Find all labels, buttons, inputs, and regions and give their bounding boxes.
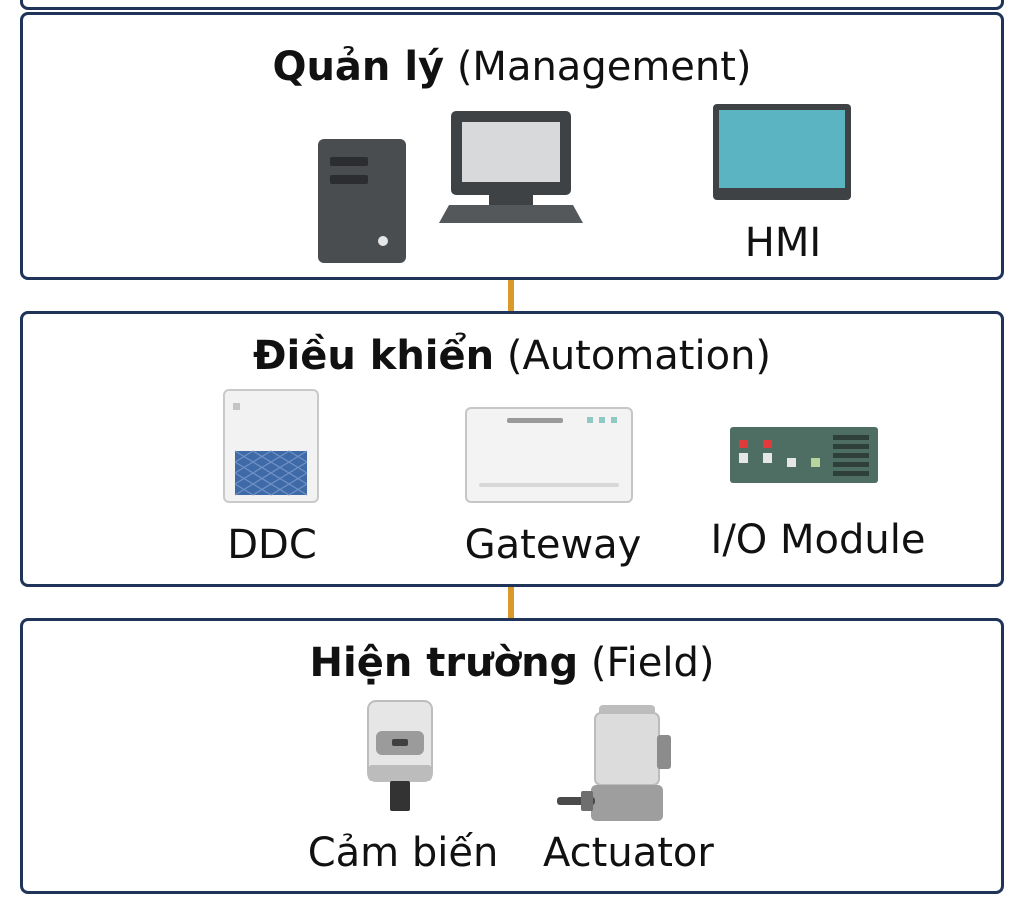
actuator-label: Actuator	[543, 830, 714, 876]
tier-field: Hiện trường (Field) Cảm biến Actuator	[20, 618, 1004, 894]
gateway-icon	[465, 407, 633, 503]
ddc-label: DDC	[227, 522, 317, 568]
tier-automation-title-bold: Điều khiển	[252, 333, 495, 379]
desktop-monitor-icon	[439, 111, 583, 223]
tier-management-title: Quản lý (Management)	[23, 43, 1001, 91]
hmi-panel-icon	[713, 104, 851, 200]
hmi-label: HMI	[744, 220, 822, 266]
tier-field-title: Hiện trường (Field)	[23, 639, 1001, 687]
sensor-label: Cảm biến	[307, 830, 499, 876]
actuator-icon	[557, 705, 671, 821]
io-module-label: I/O Module	[710, 517, 926, 563]
tier-management-title-bold: Quản lý	[272, 44, 445, 90]
io-module-icon	[730, 427, 878, 483]
server-tower-icon	[318, 139, 406, 263]
tier-field-title-sub: (Field)	[590, 640, 715, 686]
tier-field-title-bold: Hiện trường	[309, 640, 579, 686]
management-automation-connector	[508, 280, 514, 311]
gateway-label: Gateway	[464, 522, 642, 568]
sensor-icon	[367, 700, 433, 811]
tier-management: Quản lý (Management) HMI	[20, 12, 1004, 280]
tier-automation: Điều khiển (Automation) DDC Gateway I/O …	[20, 311, 1004, 587]
tier-automation-title: Điều khiển (Automation)	[23, 332, 1001, 380]
tier-management-title-sub: (Management)	[456, 44, 752, 90]
cropped-upper-tier	[20, 0, 1004, 10]
tier-automation-title-sub: (Automation)	[506, 333, 772, 379]
ddc-controller-icon	[223, 389, 319, 503]
automation-field-connector	[508, 587, 514, 618]
